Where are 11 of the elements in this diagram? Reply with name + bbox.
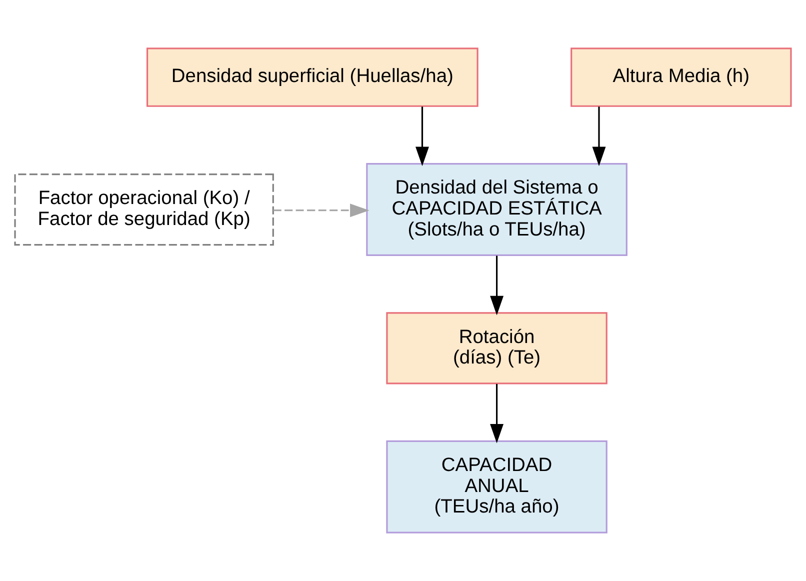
node-box: Factor operacional (Ko) / Factor de seguridad (Kp): [14, 173, 274, 246]
node-box: CAPACIDAD ANUAL (TEUs/ha año): [386, 440, 608, 534]
arrow: [592, 106, 606, 166]
node-box: Densidad superficial (Huellas/ha): [146, 48, 478, 107]
arrow: [490, 384, 504, 444]
node-box: Densidad del Sistema o CAPACIDAD ESTÁTICA (Slots/ha o TEUs/ha): [366, 163, 628, 256]
arrow: [490, 256, 504, 316]
node-box: Rotación (días) (Te): [386, 312, 608, 384]
arrow: [416, 106, 429, 166]
arrow: [273, 204, 370, 218]
node-box: Altura Media (h): [570, 48, 792, 107]
